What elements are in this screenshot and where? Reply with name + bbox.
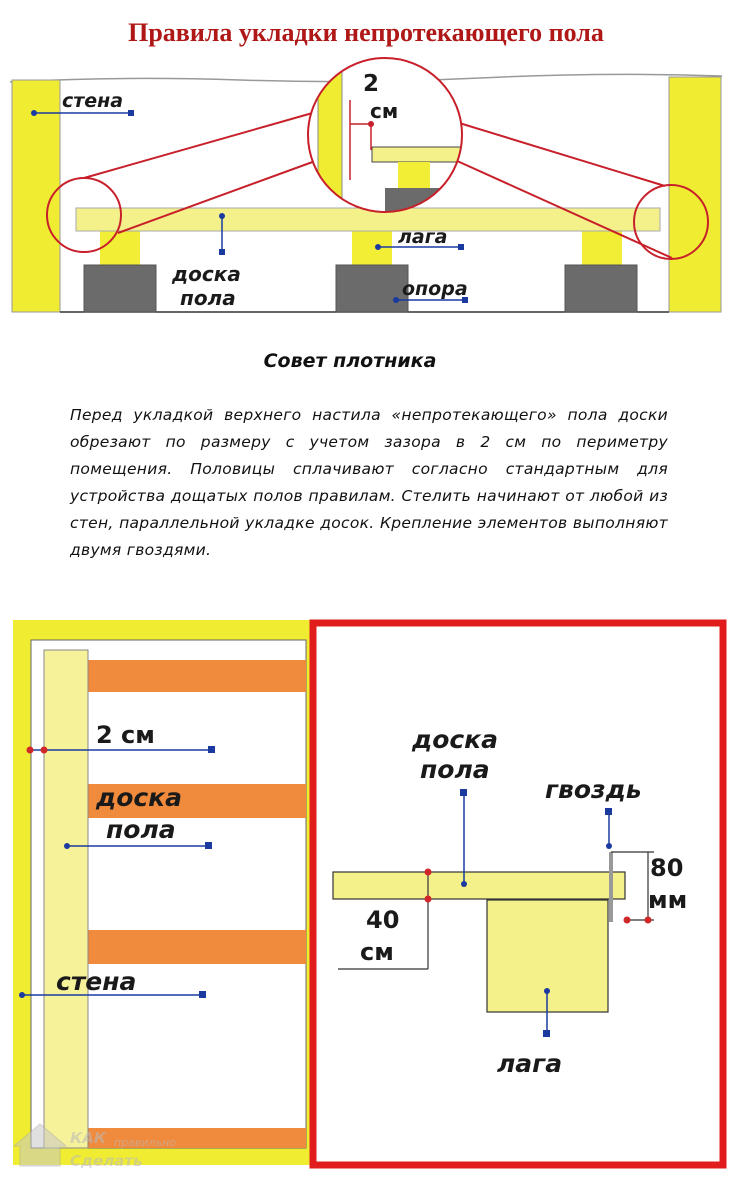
depth-value-label: 80 (650, 854, 683, 882)
detail-circle-right (633, 184, 709, 260)
watermark-line3: Сделать (70, 1152, 143, 1170)
gap-dot-2 (40, 746, 48, 754)
support-label: опора (402, 278, 468, 300)
wall-leader-dot (31, 110, 37, 116)
advice-paragraph: Перед укладкой верхнего настила «непроте… (70, 406, 668, 559)
joist-leader-end (458, 244, 464, 250)
nail-label: гвоздь (545, 775, 642, 804)
joist-strip-2 (88, 784, 306, 818)
edge-board (43, 649, 89, 1149)
watermark-line1: КАК (70, 1129, 107, 1147)
floor-board-section (332, 871, 626, 900)
depth-dot-2 (644, 916, 652, 924)
wall-leader-end (128, 110, 134, 116)
bottom-left-panel: 2 см доска пола стена (13, 620, 311, 1165)
joist-strip-4 (88, 1128, 306, 1148)
wall-leader-bl-dot (19, 992, 25, 998)
support-block-3 (564, 264, 638, 313)
gap-unit-label: см (370, 99, 398, 123)
spacing-dot-1 (424, 868, 432, 876)
top-diagram: 2 см стена доска пола лага опора (9, 57, 723, 313)
nail (609, 852, 613, 922)
watermark-line2: правильно (114, 1136, 176, 1149)
zoom-line-2 (117, 159, 319, 234)
gap-dot-1 (26, 746, 34, 754)
support-leader-end (462, 297, 468, 303)
joist-post-1 (100, 229, 140, 265)
joist-leader-br-dot (544, 988, 550, 994)
board-leader-end (219, 249, 225, 255)
bottom-right-panel: доска пола гвоздь 80 мм 40 см лага (309, 619, 727, 1169)
nail-leader-end (605, 808, 612, 815)
board-leader-br-end (460, 789, 467, 796)
board-label-bl-line1: доска (95, 783, 182, 812)
zoom-line-3 (455, 121, 666, 187)
board-label-br-line2: пола (420, 755, 490, 784)
zoom-line-1 (83, 111, 317, 179)
house-icon (12, 1123, 68, 1167)
depth-dot-1 (623, 916, 631, 924)
joist-label: лага (398, 226, 448, 248)
watermark-logo: КАК правильно Сделать (12, 1123, 176, 1170)
support-block-1 (83, 264, 157, 313)
spacing-value-label: 40 (366, 906, 399, 934)
wall-label-bl: стена (56, 967, 136, 996)
page-title: Правила укладки непротекающего пола (128, 18, 604, 47)
wall-leader-bl-end (199, 991, 206, 998)
joist-label-br: лага (497, 1049, 562, 1078)
advice-heading: Совет плотника (263, 350, 437, 372)
board-label-bl-line2: пола (106, 815, 176, 844)
joist-strip-1 (88, 660, 306, 692)
support-block-2 (335, 264, 409, 313)
gap-label: 2 см (96, 721, 155, 749)
board-leader-br-dot (461, 881, 467, 887)
gap-leader-end (208, 746, 215, 753)
board-leader-dot (219, 213, 225, 219)
joist-strip-3 (88, 930, 306, 964)
board-label-line1: доска (171, 262, 241, 286)
spacing-dot-2 (424, 895, 432, 903)
spacing-unit-label: см (360, 938, 394, 966)
depth-unit-label: мм (648, 886, 687, 914)
floor-board (75, 207, 661, 232)
wall-label: стена (62, 90, 123, 112)
joist-leader-br-end (543, 1030, 550, 1037)
nail-leader-dot (606, 843, 612, 849)
gap-value-label: 2 (363, 71, 379, 97)
zoom-line-4 (454, 159, 673, 259)
joist-leader-dot (375, 244, 381, 250)
joist-post-3 (582, 229, 622, 265)
board-leader-bl-end (205, 842, 212, 849)
board-leader-bl-dot (64, 843, 70, 849)
board-label-br-line1: доска (411, 725, 498, 754)
support-leader-dot (393, 297, 399, 303)
zoom-circle (307, 57, 463, 213)
board-label-line2: пола (180, 286, 236, 310)
